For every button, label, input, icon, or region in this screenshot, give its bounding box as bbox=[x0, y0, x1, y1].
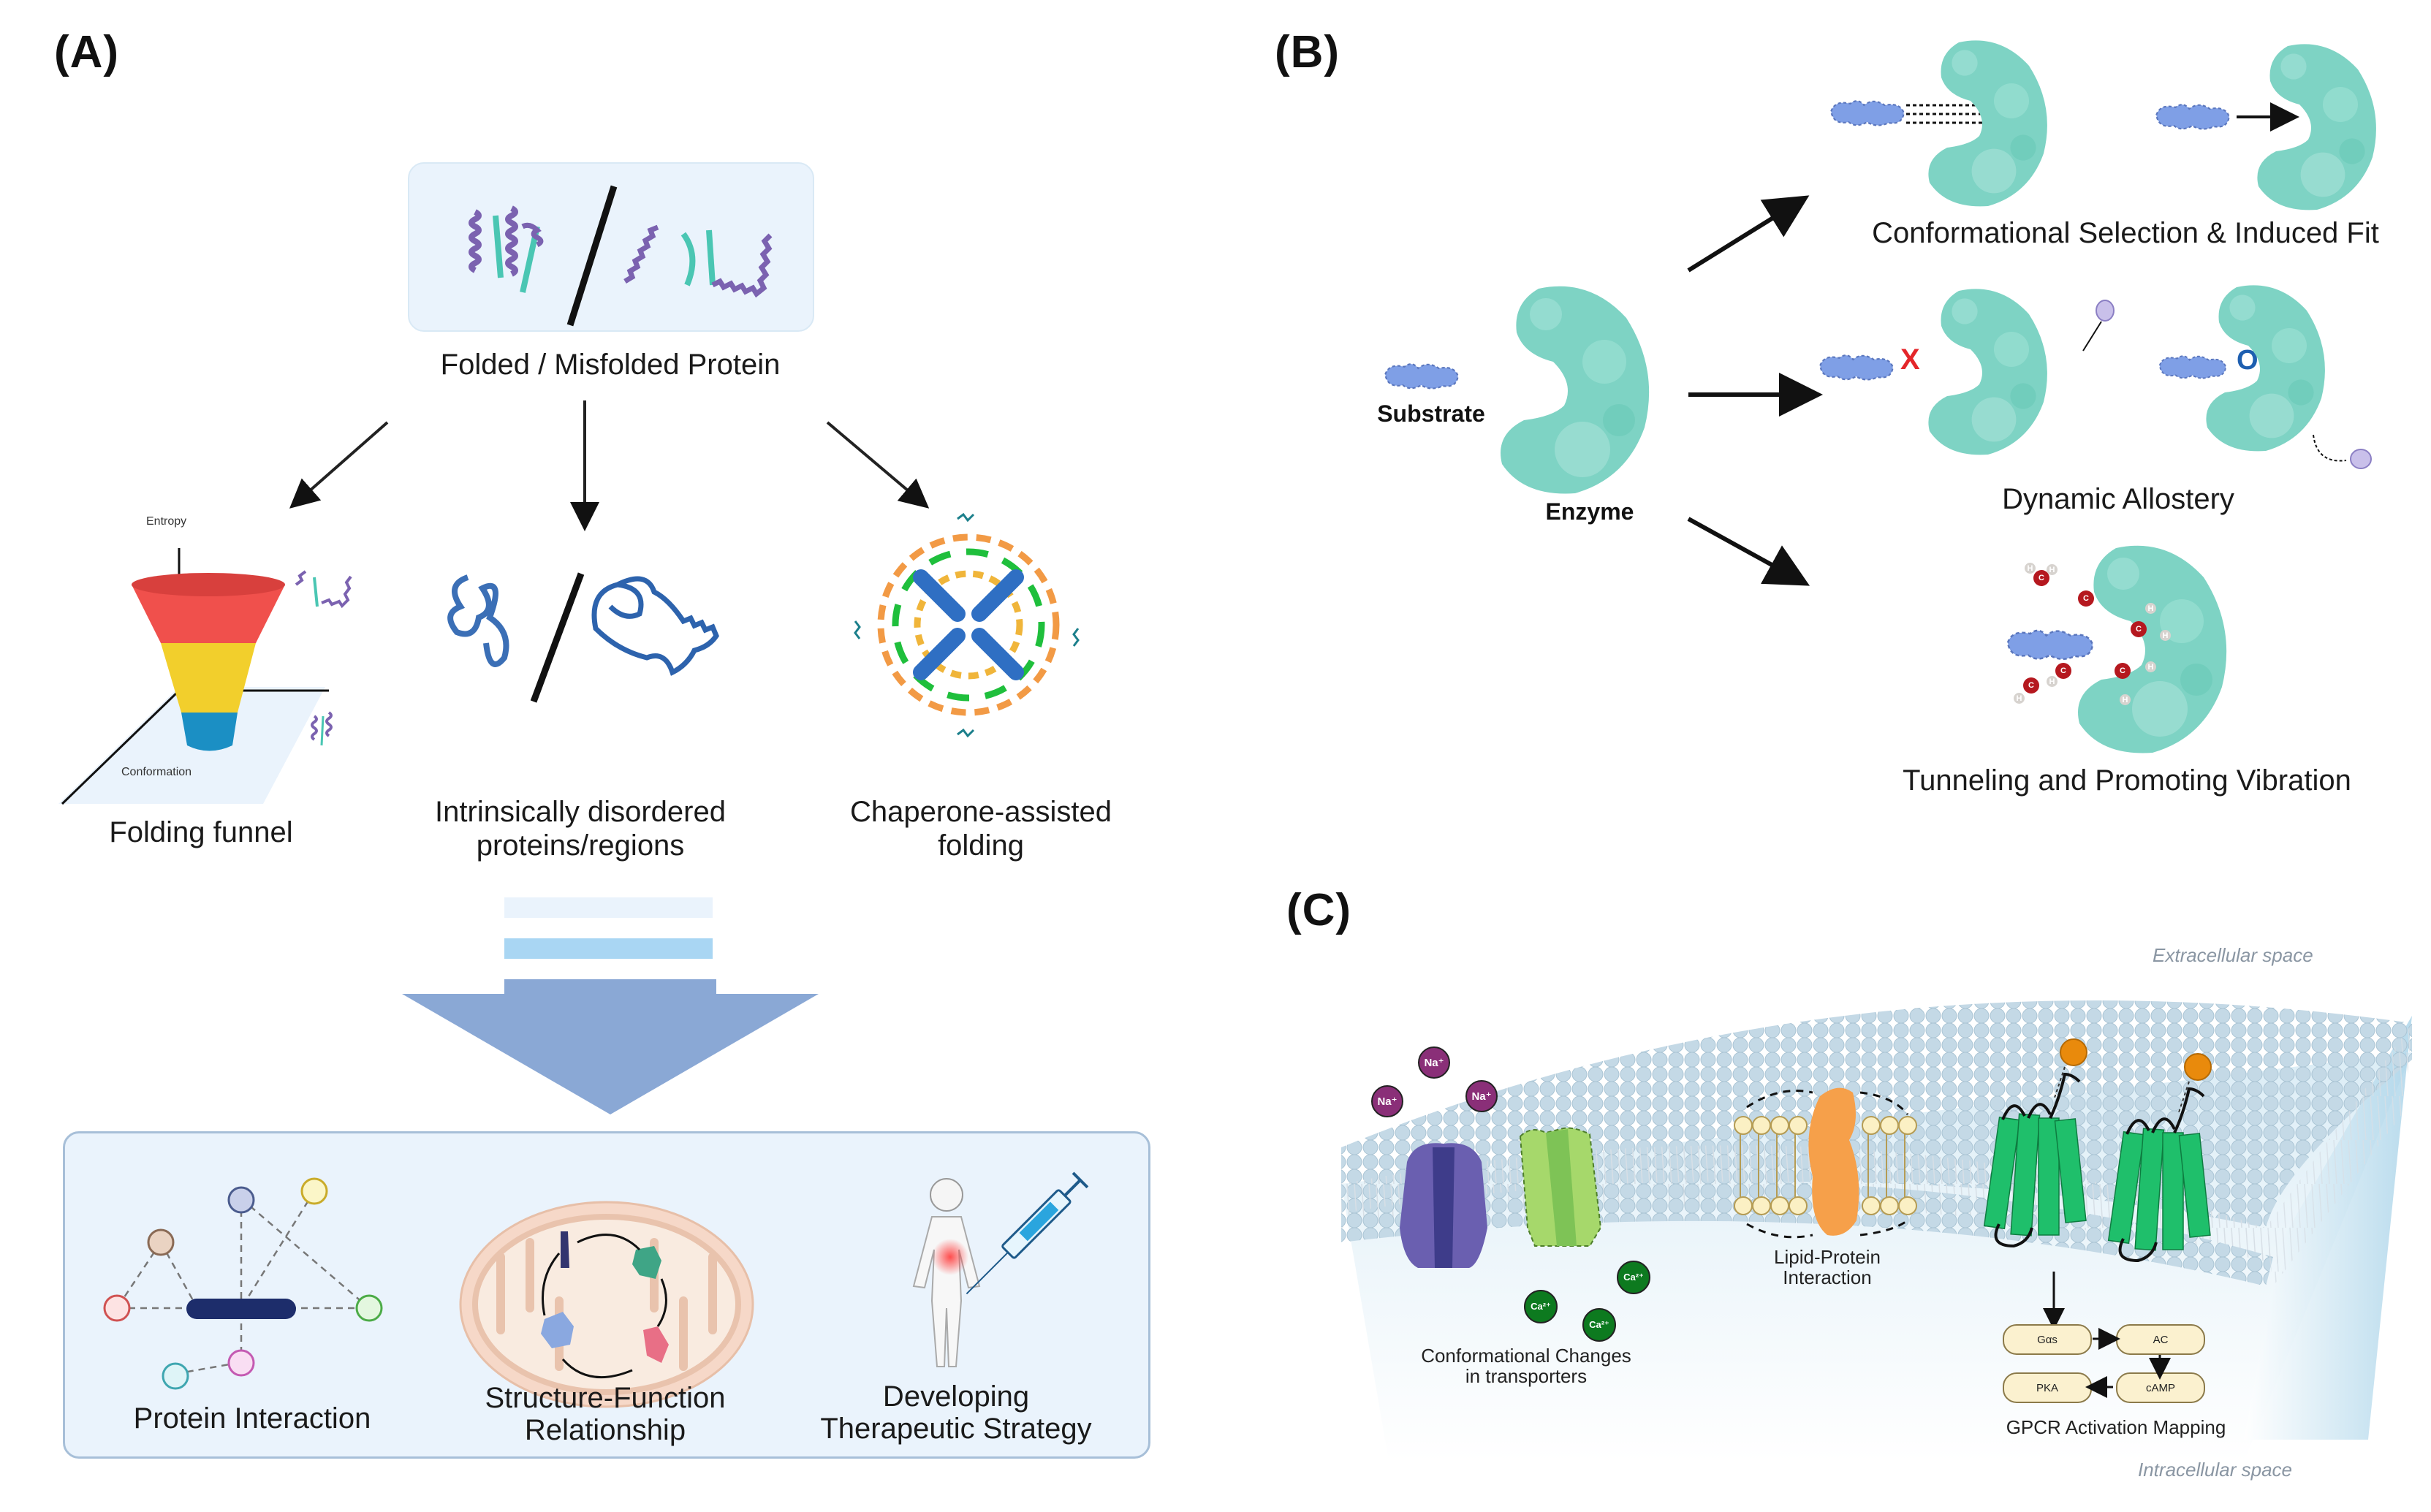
gpcr-signal-arrow bbox=[2043, 1272, 2065, 1330]
induced-fit-substrate bbox=[2155, 104, 2230, 130]
gpcr-receptor bbox=[2107, 1053, 2212, 1263]
sodium-ion: Na⁺ bbox=[1418, 1046, 1450, 1079]
human-body-syringe-icon bbox=[912, 1171, 1089, 1367]
mitochondrion-icon bbox=[459, 1201, 754, 1408]
funnel-axis-entropy-label: Entropy bbox=[146, 515, 187, 528]
hydrogen-atom: H bbox=[2047, 564, 2058, 575]
therapeutic-caption-line1: Developing bbox=[882, 1380, 1030, 1413]
substrate-shape bbox=[1384, 363, 1459, 390]
pathway-arrows bbox=[1687, 195, 1823, 586]
carbon-atom: C bbox=[2115, 663, 2131, 679]
sodium-ion: Na⁺ bbox=[1371, 1085, 1403, 1117]
conf-selection-enzyme bbox=[1928, 40, 2047, 207]
carbon-atom: C bbox=[2131, 621, 2147, 637]
arrow-to-funnel bbox=[289, 400, 930, 531]
pathway-arrows bbox=[2085, 1328, 2171, 1398]
allostery-substrate-blocked bbox=[1819, 354, 1894, 381]
panel-a-label: (A) bbox=[54, 27, 120, 77]
calcium-transporter bbox=[1519, 1127, 1602, 1247]
extracellular-space-label: Extracellular space bbox=[2153, 944, 2313, 966]
protein-interaction-caption: Protein Interaction bbox=[133, 1402, 371, 1435]
sodium-transporter bbox=[1400, 1143, 1487, 1268]
hydrogen-atom: H bbox=[2160, 630, 2171, 641]
calcium-ion: Ca²⁺ bbox=[1617, 1261, 1650, 1294]
carbon-atom: C bbox=[2023, 677, 2039, 694]
arrow-stripe-1 bbox=[504, 897, 713, 918]
hydrogen-atom: H bbox=[2014, 693, 2025, 704]
folded-misfolded-caption: Folded / Misfolded Protein bbox=[440, 349, 781, 381]
hydrogen-atom: H bbox=[2145, 603, 2156, 614]
misfolded-protein-icon bbox=[623, 224, 773, 298]
chaperone-caption-line2: folding bbox=[938, 829, 1024, 862]
big-down-arrow bbox=[402, 979, 819, 1114]
panel-b-label: (B) bbox=[1275, 27, 1340, 77]
protein-interaction-network-icon bbox=[103, 1177, 383, 1390]
pathway-node-pka: PKA bbox=[2003, 1372, 2092, 1403]
hydrogen-atom: H bbox=[2120, 694, 2131, 705]
conf-selection-caption: Conformational Selection & Induced Fit bbox=[1872, 217, 2379, 249]
carbon-atom: C bbox=[2033, 570, 2049, 586]
chaperone-caption-line1: Chaperone-assisted bbox=[850, 796, 1112, 828]
calcium-ion: Ca²⁺ bbox=[1582, 1308, 1616, 1342]
hydrogen-atom: H bbox=[2047, 676, 2058, 687]
carbon-atom: C bbox=[2055, 663, 2071, 679]
allosteric-effector-bound bbox=[2082, 300, 2115, 352]
induced-fit-enzyme bbox=[2257, 44, 2376, 210]
pathway-node-gs: Gαs bbox=[2003, 1324, 2092, 1355]
induced-fit-arrow bbox=[2237, 102, 2299, 132]
enzyme-shape bbox=[1501, 286, 1650, 494]
lipid-protein-caption-line2: Interaction bbox=[1783, 1266, 1872, 1288]
therapeutic-caption-line2: Therapeutic Strategy bbox=[820, 1413, 1092, 1445]
gpcr-caption: GPCR Activation Mapping bbox=[2006, 1416, 2226, 1438]
transporters-caption-line2: in transporters bbox=[1465, 1365, 1588, 1387]
carbon-atom: C bbox=[2078, 590, 2094, 607]
tunneling-substrate bbox=[2006, 629, 2094, 660]
transporters-caption-line1: Conformational Changes bbox=[1421, 1345, 1631, 1367]
pathway-node-camp: cAMP bbox=[2116, 1372, 2205, 1403]
disordered-protein-icon bbox=[447, 572, 719, 703]
allosteric-effector-released bbox=[2313, 434, 2372, 469]
calcium-ion: Ca²⁺ bbox=[1524, 1290, 1558, 1323]
arrow-stripe-2 bbox=[504, 938, 713, 959]
divider-slash bbox=[566, 185, 618, 327]
folding-funnel-diagram bbox=[58, 548, 352, 805]
conf-selection-substrate bbox=[1830, 100, 1905, 126]
pathway-node-ac: AC bbox=[2116, 1324, 2205, 1355]
allostery-enzyme-closed bbox=[1928, 289, 2047, 455]
idp-caption-line1: Intrinsically disordered bbox=[435, 796, 726, 828]
idp-caption-line2: proteins/regions bbox=[476, 829, 685, 862]
substrate-label: Substrate bbox=[1377, 400, 1485, 427]
structure-function-caption-line1: Structure-Function bbox=[485, 1382, 726, 1414]
allostery-enzyme-open bbox=[2206, 285, 2325, 452]
panel-c-label: (C) bbox=[1286, 885, 1352, 935]
lipid-protein-complex bbox=[1734, 1087, 1917, 1239]
funnel-axis-conformation-label: Conformation bbox=[121, 766, 192, 778]
chaperone-complex-icon bbox=[854, 512, 1080, 738]
intracellular-space-label: Intracellular space bbox=[2138, 1459, 2292, 1481]
dynamic-allostery-caption: Dynamic Allostery bbox=[2002, 483, 2234, 515]
lipid-protein-caption-line1: Lipid-Protein bbox=[1774, 1246, 1881, 1268]
folding-funnel-caption: Folding funnel bbox=[109, 816, 293, 848]
hydrogen-atom: H bbox=[2025, 563, 2036, 574]
gpcr-receptor bbox=[1983, 1038, 2087, 1248]
blocked-mark: X bbox=[1900, 343, 1920, 376]
tunneling-caption: Tunneling and Promoting Vibration bbox=[1903, 764, 2351, 797]
sodium-ion: Na⁺ bbox=[1465, 1080, 1498, 1112]
folded-protein-icon bbox=[469, 205, 544, 293]
enzyme-label: Enzyme bbox=[1545, 498, 1634, 525]
structure-function-caption-line2: Relationship bbox=[524, 1414, 686, 1446]
hydrogen-atom: H bbox=[2145, 661, 2156, 672]
